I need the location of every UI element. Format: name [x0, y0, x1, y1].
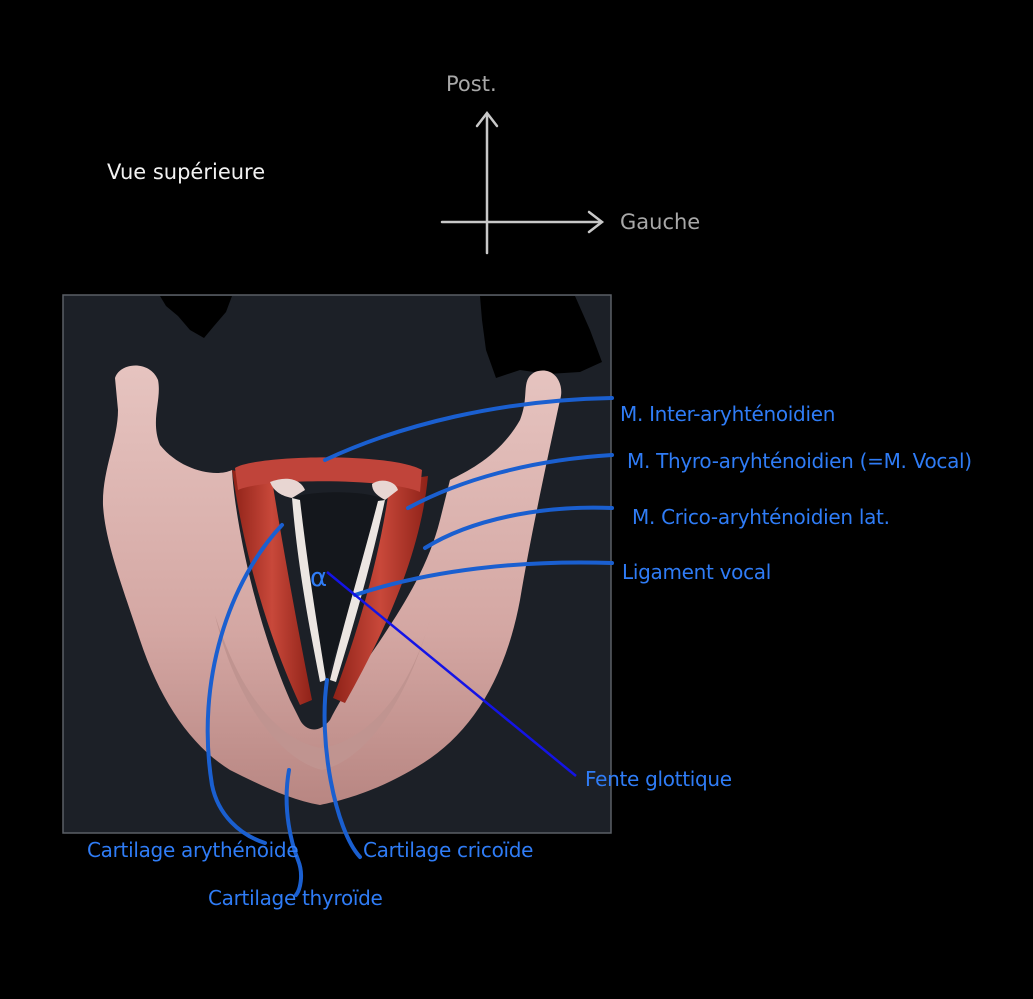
- cricoid-ring-shape: [215, 615, 430, 770]
- orientation-axes: [440, 110, 605, 255]
- vocal-ligament-left: [292, 498, 326, 682]
- label-vocal-ligament: Ligament vocal: [622, 560, 771, 584]
- label-glottic-slit: Fente glottique: [585, 767, 732, 791]
- label-arytenoid-cartilage: Cartilage arythénoide: [87, 838, 299, 862]
- label-cricoid-cartilage: Cartilage cricoïde: [363, 838, 534, 862]
- vocal-ligament-right: [330, 500, 385, 682]
- axis-label-posterior: Post.: [446, 72, 497, 96]
- arytenoid-cartilage-left: [270, 478, 305, 498]
- label-inter-arytenoid-muscle: M. Inter-aryhténoidien: [620, 402, 836, 426]
- glottis-alpha-symbol: α: [310, 563, 327, 593]
- redaction-scribble-right: [480, 296, 602, 378]
- thyro-arytenoid-muscle-right: [333, 476, 428, 703]
- redaction-scribble-left: [160, 296, 232, 338]
- label-thyroid-cartilage: Cartilage thyroïde: [208, 886, 383, 910]
- thyroid-cartilage-shape: [102, 365, 562, 805]
- label-thyro-arytenoid-muscle: M. Thyro-aryhténoidien (=M. Vocal): [627, 449, 972, 473]
- leader-lines: [205, 396, 614, 897]
- thyro-arytenoid-muscle-left: [232, 470, 312, 705]
- arytenoid-cartilage-right: [372, 480, 398, 500]
- glottic-slit-leader: [326, 571, 577, 777]
- axis-label-left: Gauche: [620, 210, 701, 234]
- view-title: Vue supérieure: [107, 160, 266, 184]
- label-crico-arytenoid-muscle: M. Crico-aryhténoidien lat.: [632, 505, 890, 529]
